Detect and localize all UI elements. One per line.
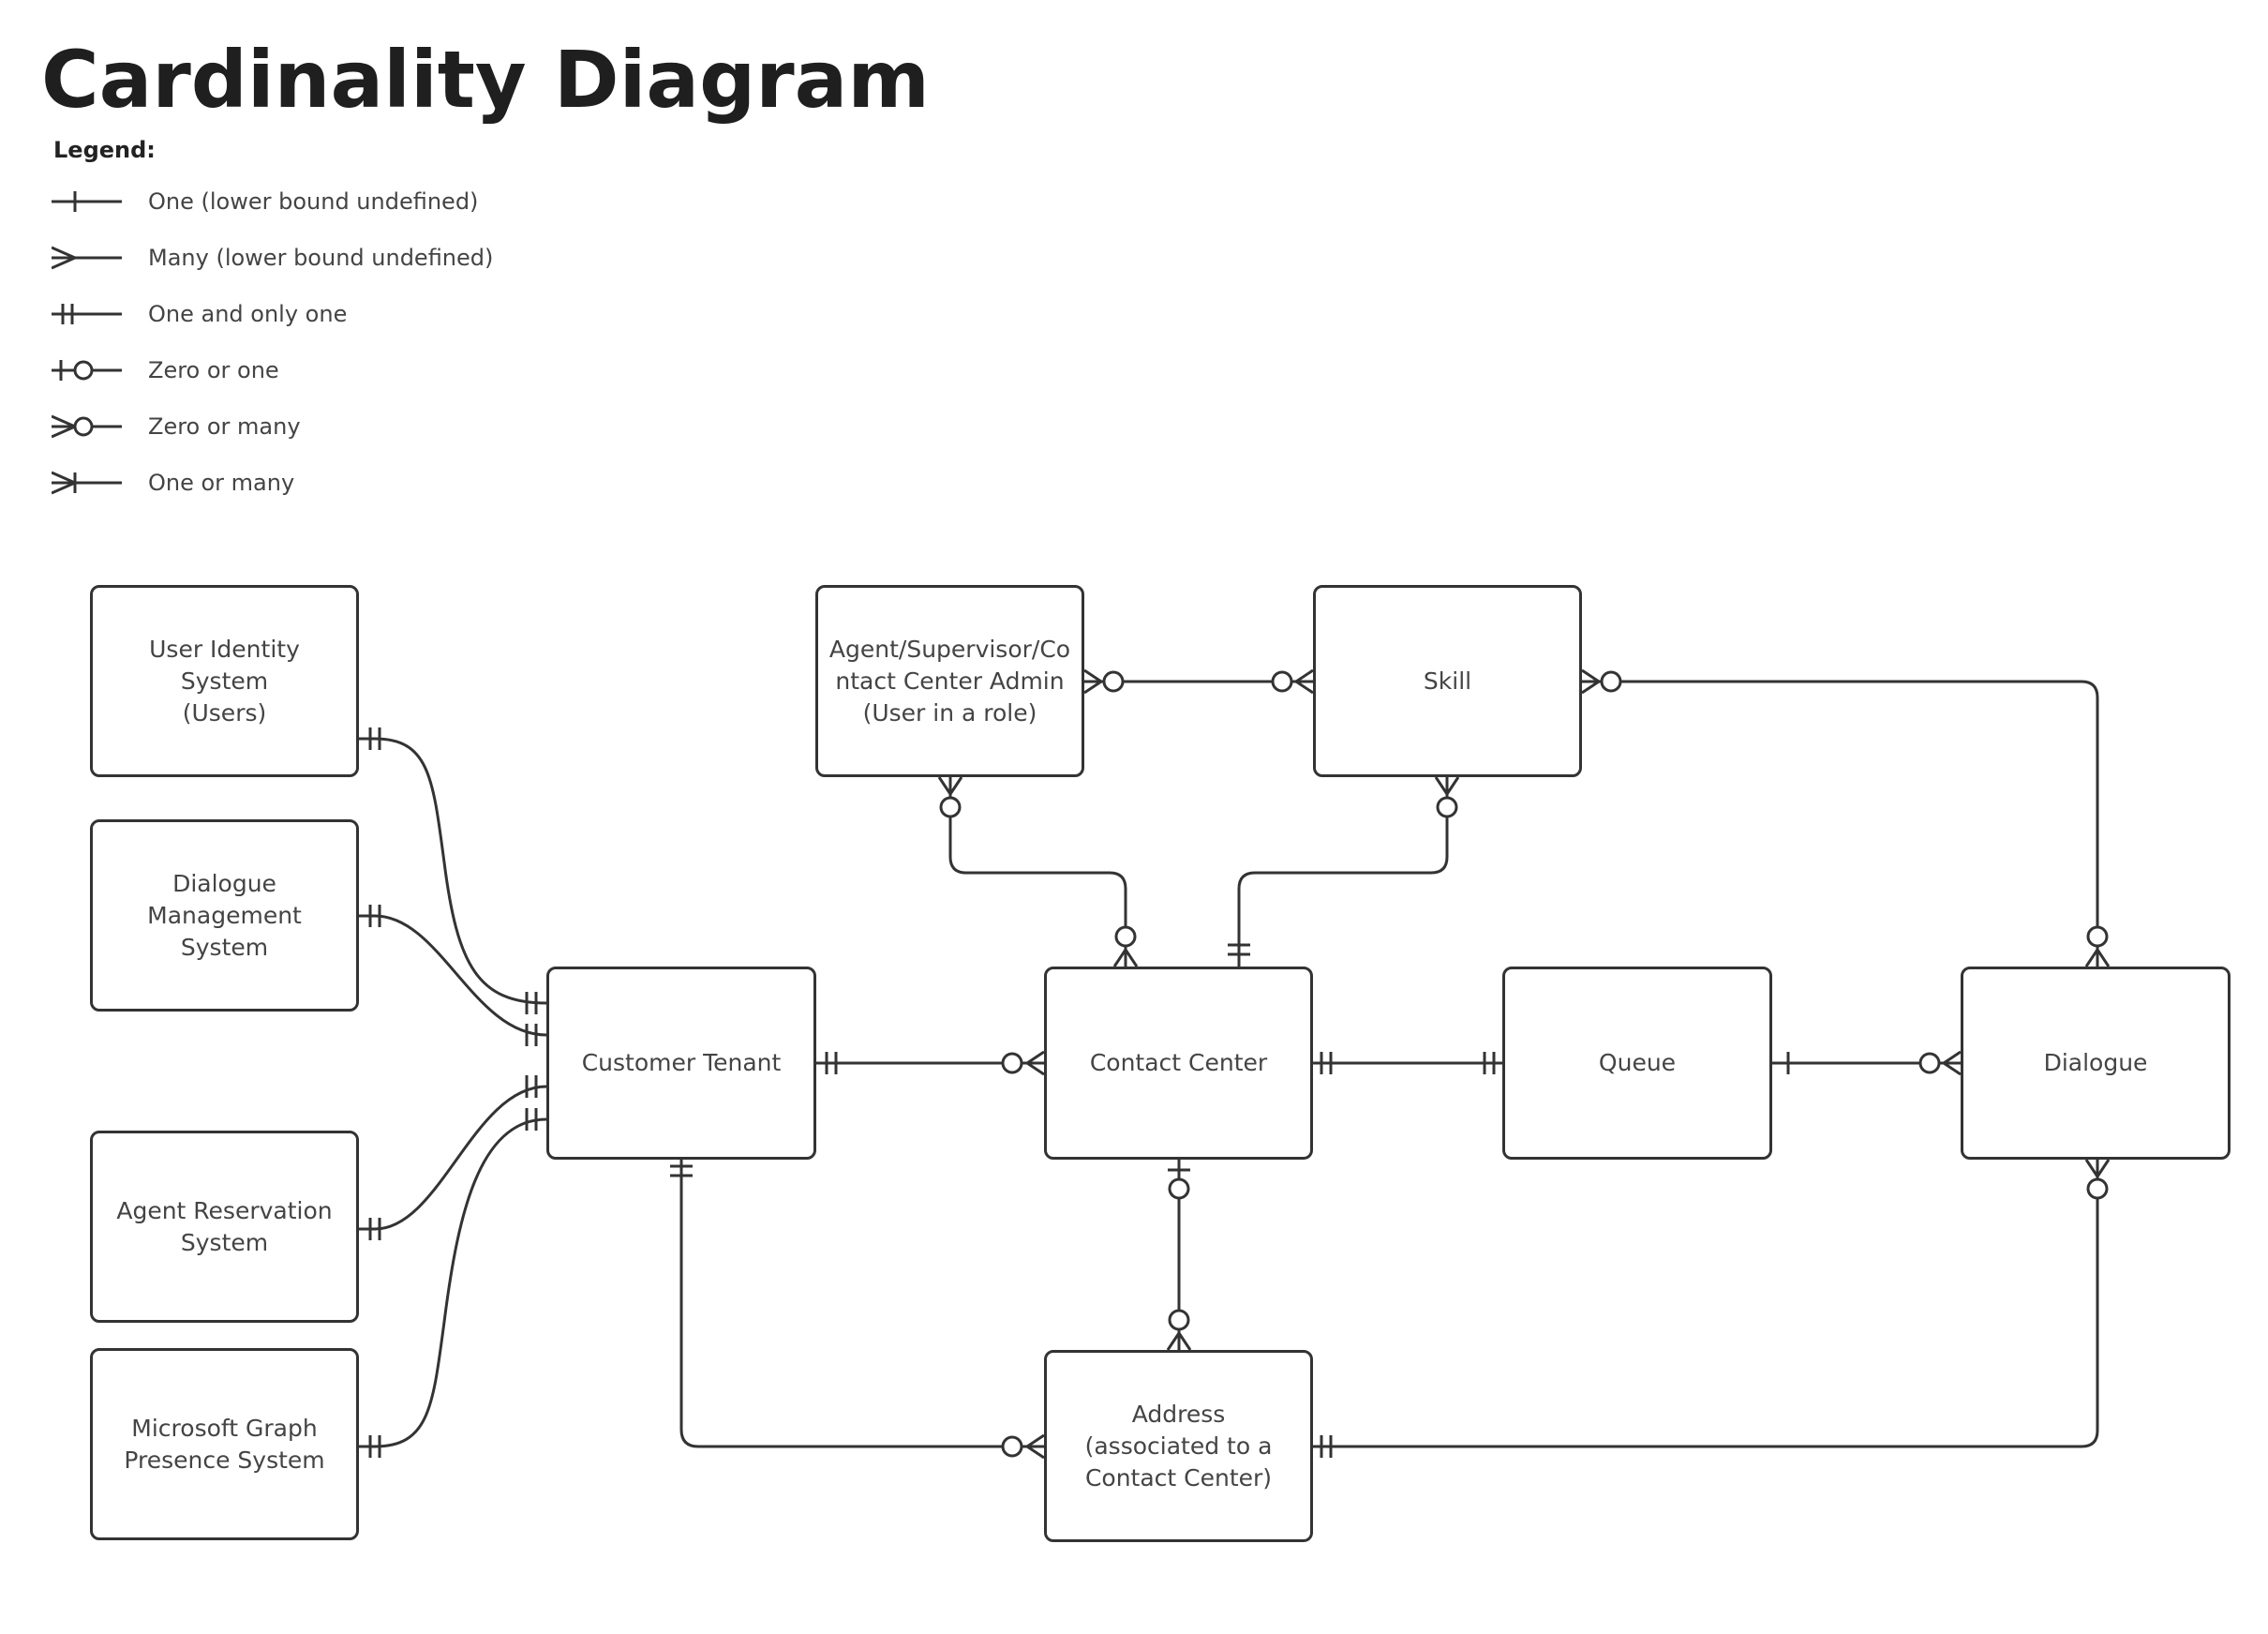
legend-item-zero-or-many: Zero or many [52,408,614,445]
zero-or-many-symbol-icon [52,414,122,439]
zero-or-many-marker-icon [1271,668,1314,695]
zero-or-many-marker-icon [2084,925,2111,967]
one-and-only-one-marker-icon [525,1108,538,1131]
one-and-only-one-marker-icon [368,905,381,927]
entity-skill[interactable]: Skill [1313,585,1582,777]
entity-label: Microsoft Graph Presence System [124,1414,325,1474]
entity-address[interactable]: Address (associated to a Contact Center) [1044,1350,1313,1542]
entity-customer-tenant[interactable]: Customer Tenant [546,967,816,1160]
zero-or-many-marker-icon [1581,668,1622,695]
legend-label: One and only one [148,301,348,327]
legend-label: One or many [148,470,295,496]
legend-item-one-or-many: One or many [52,464,614,502]
entity-microsoft-graph-presence-system[interactable]: Microsoft Graph Presence System [90,1348,359,1540]
entity-label: Dialogue [2043,1049,2148,1076]
legend-item-one-and-only-one: One and only one [52,295,614,333]
zero-or-many-marker-icon [1001,1050,1045,1076]
zero-or-many-marker-icon [937,776,963,818]
one-and-only-one-marker-icon [825,1052,838,1074]
zero-or-many-marker-icon [1112,925,1139,967]
connector-skill-dialogue [1582,680,2099,967]
connector-agent-reservation-customer-tenant [359,1085,547,1231]
one-and-only-one-marker-icon [1320,1052,1333,1074]
zero-or-many-marker-icon [2084,1159,2111,1200]
entity-label: Contact Center [1089,1049,1268,1076]
one-and-only-one-marker-icon [1483,1052,1496,1074]
one-and-only-one-marker-icon [368,727,381,750]
many-symbol-icon [52,246,122,270]
connector-skill-contact-center [1237,777,1449,967]
one-symbol-icon [52,191,122,212]
entity-dialogue-management-system[interactable]: Dialogue Management System [90,819,359,1012]
one-and-only-one-marker-icon [525,992,538,1014]
zero-or-many-marker-icon [1166,1309,1192,1351]
one-and-only-one-symbol-icon [52,304,122,324]
entity-label: Address (associated to a Contact Center) [1084,1400,1273,1492]
entity-label: Agent Reservation System [116,1196,333,1256]
legend-label: One (lower bound undefined) [148,188,479,215]
one-and-only-one-marker-icon [1228,943,1250,956]
legend-label: Zero or many [148,413,301,440]
legend-item-zero-or-one: Zero or one [52,352,614,389]
zero-or-many-marker-icon [1434,776,1460,818]
legend-label: Zero or one [148,357,279,383]
legend-title: Legend: [53,137,156,163]
entity-label: Dialogue Management System [147,869,302,961]
entity-label: Agent/Supervisor/Co ntact Center Admin (… [828,635,1071,727]
legend-item-many: Many (lower bound undefined) [52,239,614,277]
one-and-only-one-marker-icon [368,1435,381,1458]
one-and-only-one-marker-icon [525,1024,538,1046]
zero-or-many-marker-icon [1083,668,1125,695]
zero-or-one-marker-icon [1168,1168,1190,1200]
legend-label: Many (lower bound undefined) [148,245,494,271]
page-title: Cardinality Diagram [41,34,930,126]
one-and-only-one-marker-icon [670,1164,693,1177]
entity-agent-reservation-system[interactable]: Agent Reservation System [90,1131,359,1323]
entity-label: Skill [1423,667,1472,695]
zero-or-many-marker-icon [1001,1433,1045,1460]
entity-dialogue[interactable]: Dialogue [1961,967,2231,1160]
zero-or-many-marker-icon [1918,1050,1962,1076]
one-or-many-symbol-icon [52,471,122,495]
legend-item-one: One (lower bound undefined) [52,183,614,220]
entity-label: Customer Tenant [581,1049,782,1076]
entity-agent-supervisor-admin[interactable]: Agent/Supervisor/Co ntact Center Admin (… [815,585,1084,777]
connector-agent-role-contact-center [948,777,1127,967]
connector-dialogue-mgmt-customer-tenant [359,914,547,1037]
one-and-only-one-marker-icon [368,1218,381,1240]
entity-user-identity-system[interactable]: User Identity System (Users) [90,585,359,777]
entity-contact-center[interactable]: Contact Center [1044,967,1313,1160]
one-and-only-one-marker-icon [1320,1435,1333,1458]
one-and-only-one-marker-icon [525,1075,538,1098]
connector-ms-graph-customer-tenant [359,1117,547,1448]
entity-queue[interactable]: Queue [1502,967,1772,1160]
zero-or-one-symbol-icon [52,360,122,381]
connector-customer-tenant-address [679,1160,1044,1448]
entity-label: User Identity System (Users) [149,635,300,727]
connector-user-identity-customer-tenant [359,737,547,1005]
entity-label: Queue [1598,1049,1677,1076]
connector-address-dialogue [1313,1160,2099,1448]
